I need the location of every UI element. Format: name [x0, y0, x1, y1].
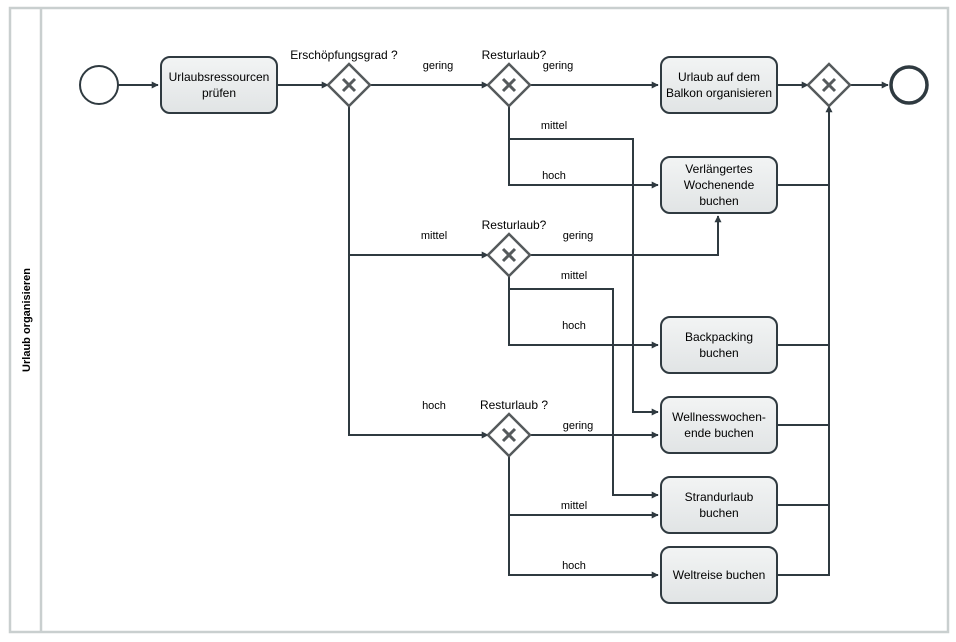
label-g4-mittel: mittel [561, 500, 587, 512]
pool-label: Urlaub organisieren [21, 268, 33, 372]
flow-branches-to-merge[interactable] [778, 105, 833, 576]
flow-g4-hoch-to-weltreise[interactable] [508, 456, 659, 579]
task-label-line: Strandurlaub [685, 490, 754, 504]
exclusive-x-icon [501, 247, 517, 263]
task-label-line: Backpacking [685, 330, 753, 344]
label-g3-hoch: hoch [562, 320, 586, 332]
flow-g2-hoch-to-wochenende[interactable] [508, 106, 659, 189]
task-verlaengertes-wochenende[interactable]: Verlängertes Wochenende buchen [660, 156, 778, 214]
flow-g3-mittel-to-strand[interactable] [509, 288, 659, 499]
exclusive-x-icon [501, 77, 517, 93]
task-urlaub-balkon[interactable]: Urlaub auf dem Balkon organisieren [660, 56, 778, 114]
task-label-line: ende buchen [684, 426, 753, 440]
exclusive-x-icon [341, 77, 357, 93]
task-label-line: buchen [699, 346, 738, 360]
task-label-line: Wochenende [684, 178, 755, 192]
task-backpacking[interactable]: Backpacking buchen [660, 316, 778, 374]
gateway-g1[interactable] [326, 62, 372, 108]
label-g1-mittel: mittel [421, 230, 447, 242]
pool: Urlaub organisieren [8, 6, 950, 634]
task-label-line: buchen [699, 506, 738, 520]
flow-g3-gering-to-wochenende[interactable] [530, 215, 722, 256]
task-label-line: Verlängertes [685, 162, 752, 176]
gateway-g2[interactable] [486, 62, 532, 108]
task-box [660, 476, 778, 534]
pool-frame [8, 6, 950, 634]
end-event[interactable] [889, 65, 929, 105]
label-g1-gering: gering [423, 60, 454, 72]
gateway-g3[interactable] [486, 232, 532, 278]
flow-g1-hoch-to-g4[interactable] [348, 255, 489, 439]
gateway-g4-question: Resturlaub ? [480, 398, 548, 412]
gateway-merge[interactable] [806, 62, 852, 108]
task-urlaubsressourcen-pruefen[interactable]: Urlaubsressourcen prüfen [160, 56, 278, 114]
label-g2-gering: gering [543, 60, 574, 72]
label-g4-hoch: hoch [562, 560, 586, 572]
label-g2-hoch: hoch [542, 170, 566, 182]
task-label-line: Urlaub auf dem [678, 70, 760, 84]
task-box [160, 56, 278, 114]
label-g2-mittel: mittel [541, 120, 567, 132]
task-label-line: Weltreise buchen [673, 568, 766, 582]
task-label-line: prüfen [202, 86, 236, 100]
task-label-line: Urlaubsressourcen [169, 70, 270, 84]
task-label-line: Wellnesswochen- [672, 410, 766, 424]
task-weltreise[interactable]: Weltreise buchen [660, 546, 778, 604]
task-box [660, 56, 778, 114]
flow-g3-hoch-to-backpacking[interactable] [508, 276, 659, 349]
gateway-g2-question: Resturlaub? [482, 48, 547, 62]
flow-g2-mittel-to-wellness[interactable] [509, 138, 659, 416]
task-label-line: Balkon organisieren [666, 86, 772, 100]
label-g1-hoch: hoch [422, 400, 446, 412]
start-event[interactable] [79, 65, 119, 105]
task-strandurlaub[interactable]: Strandurlaub buchen [660, 476, 778, 534]
gateway-g1-question: Erschöpfungsgrad ? [290, 48, 398, 62]
label-g3-mittel: mittel [561, 270, 587, 282]
label-g3-gering: gering [563, 230, 594, 242]
exclusive-x-icon [501, 427, 517, 443]
task-box [660, 316, 778, 374]
exclusive-x-icon [821, 77, 837, 93]
sequence-flows [118, 81, 889, 579]
gateway-g3-question: Resturlaub? [482, 218, 547, 232]
task-wellnesswochenende[interactable]: Wellnesswochen- ende buchen [660, 396, 778, 454]
task-box [660, 546, 778, 604]
task-box [660, 396, 778, 454]
label-g4-gering: gering [563, 420, 594, 432]
gateway-g4[interactable] [486, 412, 532, 458]
task-box [660, 156, 778, 214]
task-label-line: buchen [699, 194, 738, 208]
